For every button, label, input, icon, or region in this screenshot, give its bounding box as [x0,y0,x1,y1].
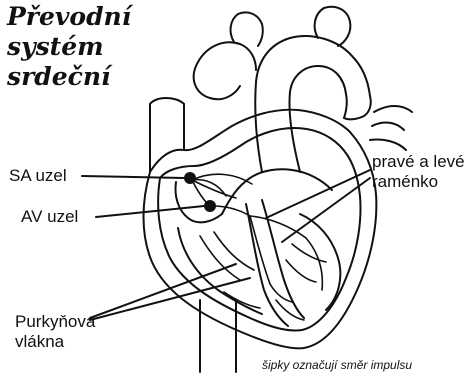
pulmonary-veins [370,106,412,150]
sa-node-dot [184,172,196,184]
aorta-arch [194,7,371,172]
chamber-contours [178,214,340,314]
superior-vena-cava [150,98,184,172]
bundle-branches-label-line-1: pravé a levé [372,152,465,172]
bundle-leader-line-2 [282,178,370,242]
purkinje-leader-line-2 [90,278,250,320]
sa-node-label: SA uzel [9,166,67,186]
bundle-branches-label: pravé a levé raménko [372,152,465,192]
purkinje-leader-line-1 [90,264,236,318]
av-node-label: AV uzel [21,207,78,227]
sa-leader-line [82,176,184,178]
bundle-branches-label-line-2: raménko [372,172,465,192]
arrows-note: šipky označují směr impulsu [262,358,412,373]
purkinje-label-line-2: vlákna [15,332,95,352]
leader-lines [82,170,370,320]
purkinje-label-line-1: Purkyňova [15,312,95,332]
av-leader-line [96,206,204,217]
purkinje-fibers-label: Purkyňova vlákna [15,312,95,352]
inferior-vena-cava [200,300,236,372]
bundle-leader-line-1 [266,170,370,218]
av-node-dot [204,200,216,212]
